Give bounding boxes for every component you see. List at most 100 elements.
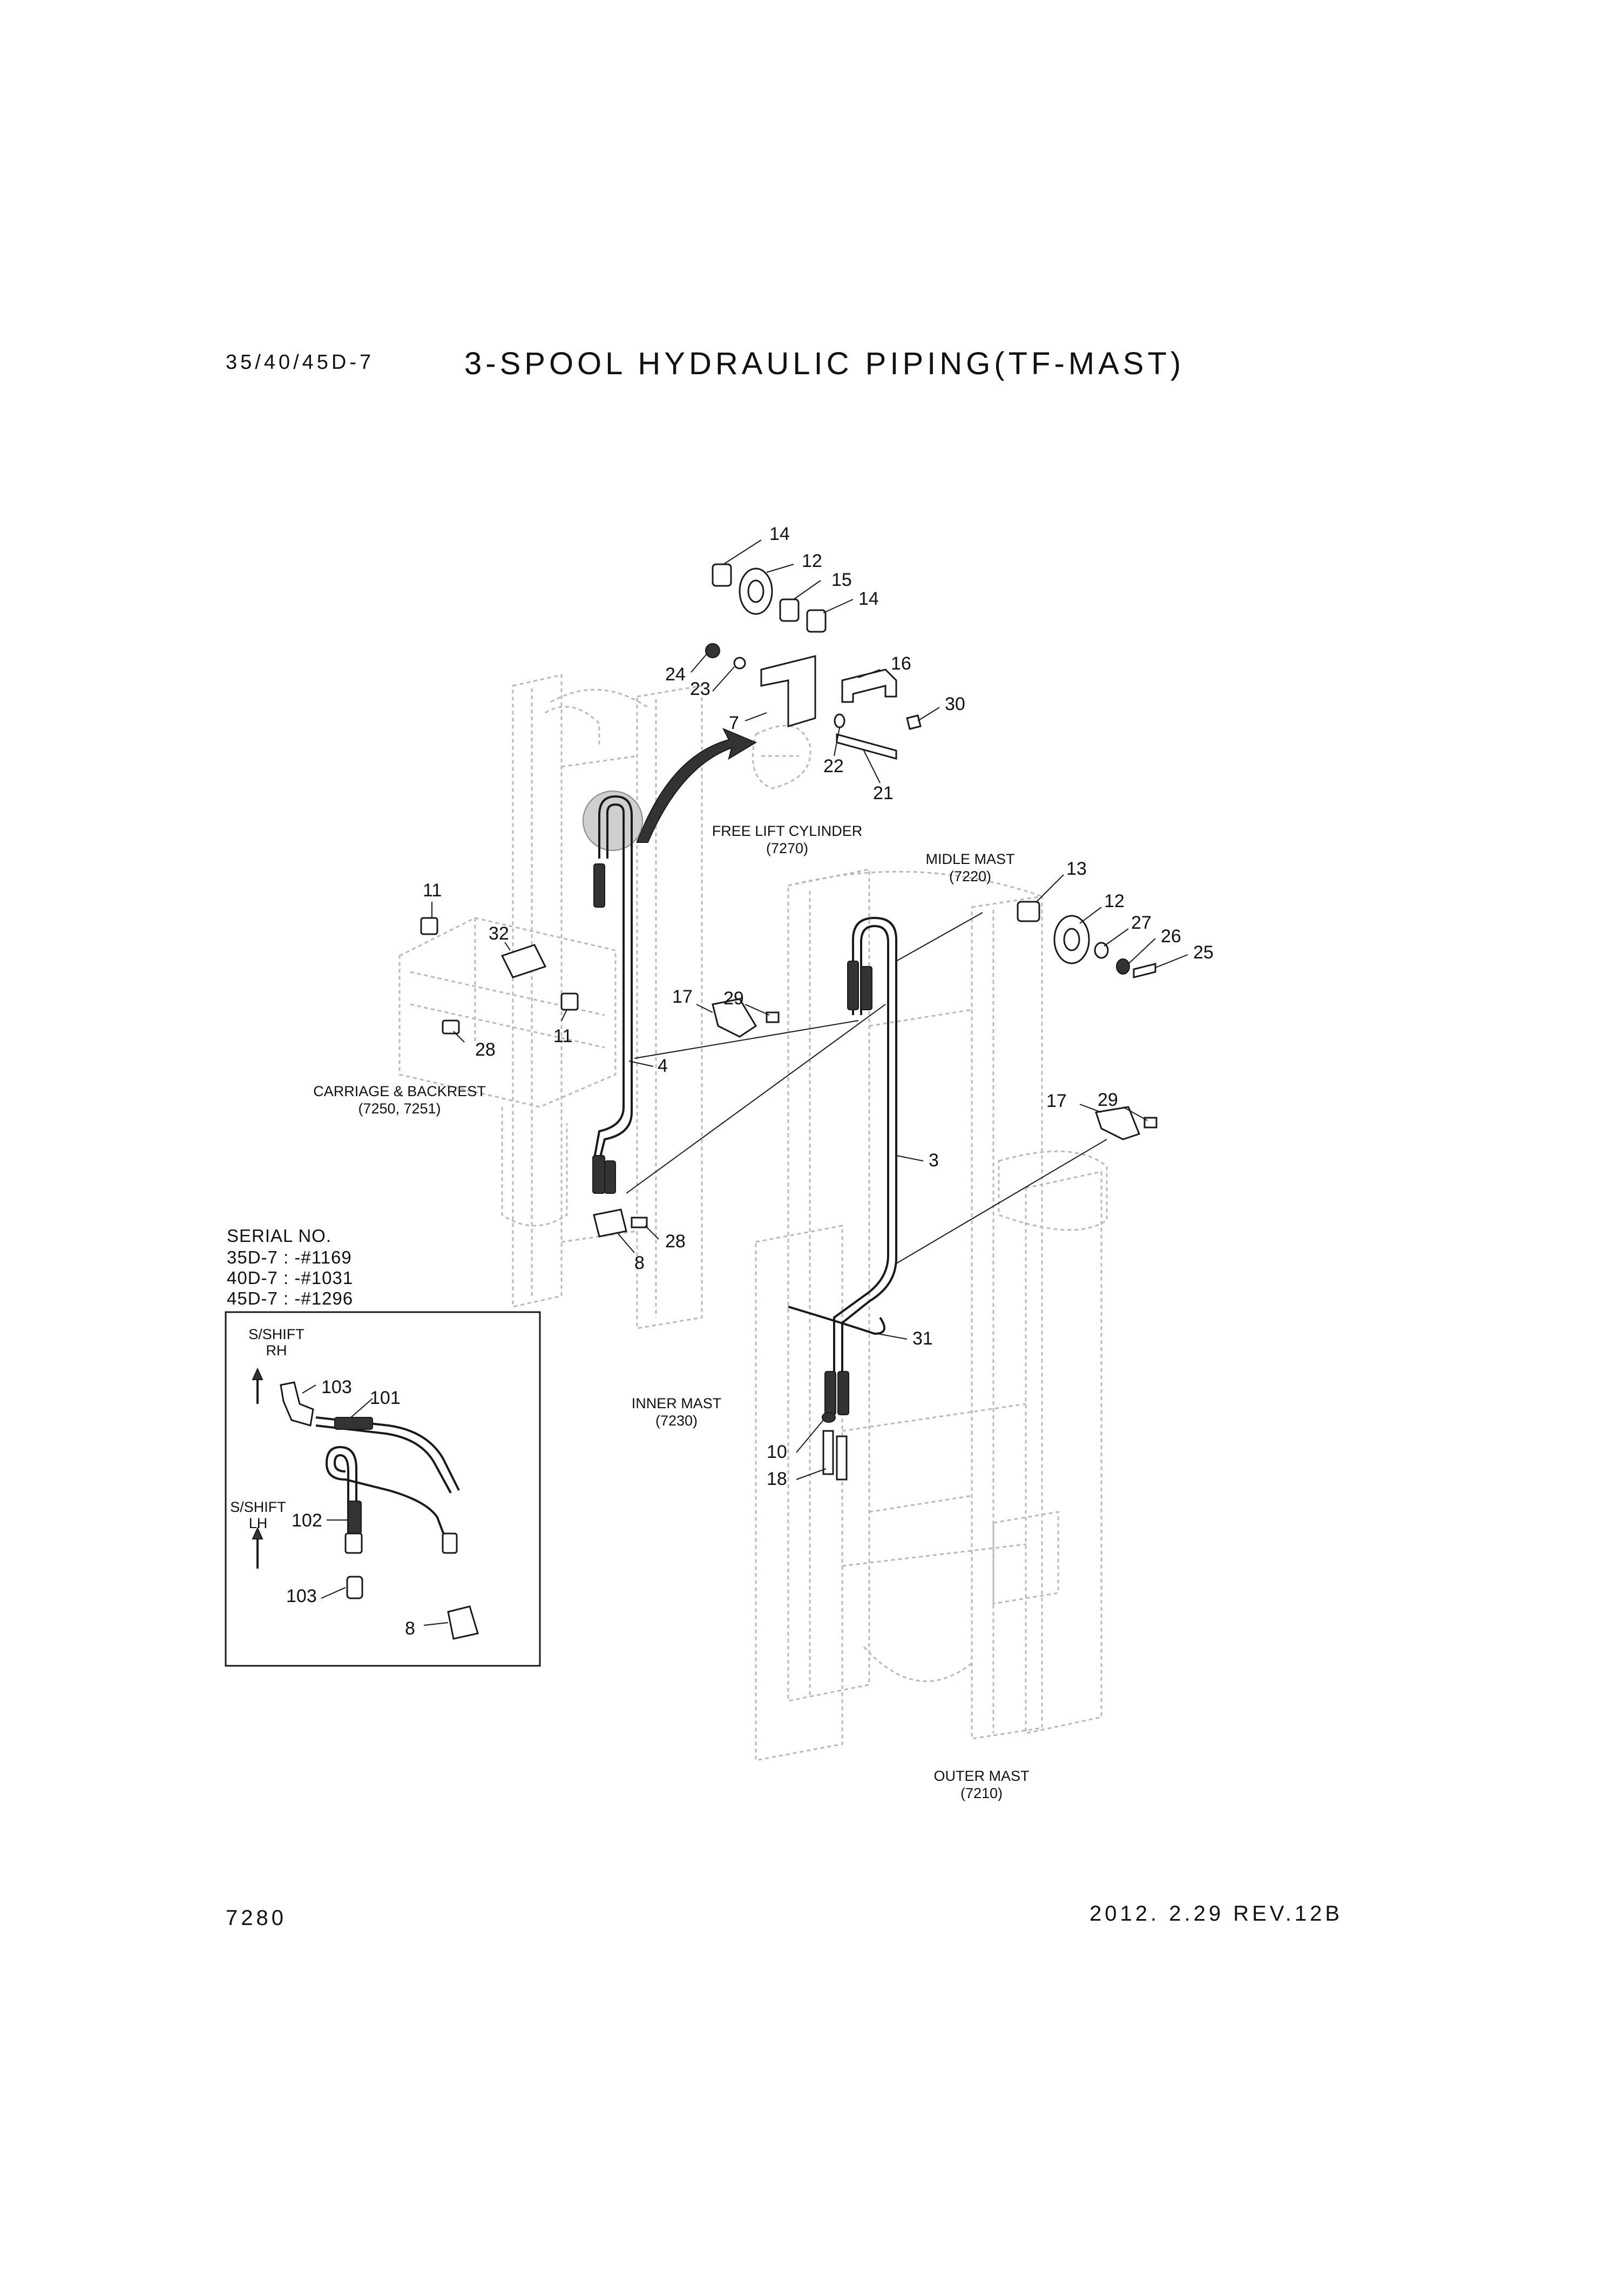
detail-arrow bbox=[636, 728, 757, 843]
part-number: 13 bbox=[1066, 859, 1087, 879]
midle-mast-code: (7220) bbox=[949, 868, 991, 884]
leader-lines bbox=[431, 539, 1188, 1480]
connector-28-right bbox=[631, 1217, 648, 1228]
clamp-17-inner bbox=[712, 998, 757, 1038]
serial-line: 40D-7 : -#1031 bbox=[227, 1268, 353, 1288]
inner-mast-label: INNER MAST bbox=[632, 1395, 722, 1411]
bolt-25 bbox=[1133, 963, 1156, 978]
middle-mast-sheave bbox=[822, 901, 1158, 1481]
part-number: 27 bbox=[1131, 913, 1152, 933]
bolt-30 bbox=[906, 714, 922, 730]
bushing-14-top bbox=[712, 563, 732, 587]
washer-22 bbox=[834, 713, 845, 728]
part-number: 102 bbox=[292, 1510, 322, 1531]
serial-number-block: SERIAL NO. 35D-7 : -#1169 40D-7 : -#1031… bbox=[227, 1226, 353, 1308]
part-number: 28 bbox=[665, 1231, 686, 1252]
part-number: 29 bbox=[1098, 1090, 1118, 1110]
sshift-rh-side: RH bbox=[266, 1342, 287, 1359]
washer-26 bbox=[1116, 958, 1130, 975]
revision-date: 2012. 2.29 REV.12B bbox=[1090, 1902, 1343, 1926]
hose-3 bbox=[788, 916, 897, 1415]
part-number: 23 bbox=[690, 679, 710, 699]
part-number: 17 bbox=[1046, 1091, 1067, 1111]
sshift-rh-label: S/SHIFT bbox=[248, 1326, 304, 1342]
part-number: 14 bbox=[769, 524, 790, 544]
part-number: 22 bbox=[823, 756, 844, 776]
washer-27 bbox=[1094, 942, 1109, 959]
block-8-inset bbox=[447, 1605, 479, 1640]
part-number: 7 bbox=[729, 713, 739, 733]
part-number: 8 bbox=[405, 1618, 415, 1639]
part-number: 10 bbox=[767, 1442, 787, 1462]
part-number: 24 bbox=[665, 664, 686, 685]
free-lift-cylinder-ghost bbox=[752, 725, 811, 789]
part-number: 17 bbox=[672, 987, 693, 1007]
inner-mast-code: (7230) bbox=[655, 1413, 698, 1429]
part-number: 18 bbox=[767, 1469, 787, 1489]
block-8 bbox=[593, 1208, 627, 1238]
bolt-18-left bbox=[822, 1430, 834, 1475]
part-number: 16 bbox=[891, 653, 911, 674]
valve-block-32 bbox=[500, 944, 547, 978]
spacer-15 bbox=[779, 598, 800, 622]
carriage-backrest-label: CARRIAGE & BACKREST bbox=[313, 1083, 486, 1099]
part-number: 14 bbox=[858, 589, 879, 609]
carriage-backrest-code: (7250, 7251) bbox=[358, 1100, 441, 1117]
connector-28-left bbox=[442, 1019, 460, 1035]
fitting-103-bottom bbox=[346, 1576, 363, 1599]
free-lift-cylinder-label: FREE LIFT CYLINDER bbox=[712, 823, 863, 839]
part-number: 11 bbox=[553, 1026, 572, 1046]
part-number: 21 bbox=[873, 783, 894, 803]
part-number: 15 bbox=[831, 570, 852, 590]
serial-line: 45D-7 : -#1296 bbox=[227, 1288, 353, 1308]
elbow-103-top bbox=[280, 1381, 314, 1427]
outer-mast-ghost bbox=[755, 1150, 1108, 1761]
outer-mast-label: OUTER MAST bbox=[933, 1768, 1029, 1784]
serial-line: 35D-7 : -#1169 bbox=[227, 1247, 352, 1267]
sshift-inset bbox=[225, 1311, 541, 1667]
hose-4 bbox=[583, 791, 643, 1194]
sshift-lh-label: S/SHIFT bbox=[230, 1499, 286, 1515]
detail-circle bbox=[583, 791, 643, 851]
inset-frame bbox=[225, 1311, 541, 1667]
bolt-29-middle bbox=[1143, 1117, 1158, 1129]
assembly-labels: FREE LIFT CYLINDER (7270) MIDLE MAST (72… bbox=[230, 823, 1029, 1801]
serial-title: SERIAL NO. bbox=[227, 1226, 331, 1246]
part-number: 4 bbox=[658, 1056, 668, 1076]
part-number: 26 bbox=[1161, 926, 1181, 947]
washer-10 bbox=[822, 1412, 836, 1423]
part-number: 30 bbox=[945, 694, 965, 714]
nut-24 bbox=[705, 643, 720, 658]
page-code: 7280 bbox=[226, 1906, 287, 1930]
part-number: 3 bbox=[929, 1150, 939, 1171]
part-number: 11 bbox=[423, 880, 442, 901]
middle-mast-ghost bbox=[787, 868, 1043, 1740]
part-number: 12 bbox=[802, 551, 822, 571]
bolt-18-right bbox=[836, 1435, 848, 1481]
free-lift-cylinder-code: (7270) bbox=[766, 840, 808, 856]
bushing-14-lower bbox=[806, 609, 827, 633]
part-number: 29 bbox=[723, 988, 744, 1009]
model-number: 35/40/45D-7 bbox=[226, 351, 375, 374]
midle-mast-label: MIDLE MAST bbox=[925, 851, 1014, 867]
bracket-7 bbox=[760, 655, 816, 728]
part-number: 101 bbox=[370, 1388, 401, 1408]
carriage-ghost bbox=[398, 917, 617, 1227]
clamp-17-middle bbox=[1095, 1106, 1140, 1140]
carriage-fittings bbox=[420, 917, 780, 1238]
fitting-102 bbox=[344, 1532, 363, 1554]
shaft-13 bbox=[1017, 901, 1040, 922]
part-number-labels: 14 12 15 14 24 23 16 30 7 22 21 13 12 27… bbox=[286, 524, 1214, 1639]
sshift-lh-side: LH bbox=[249, 1515, 268, 1531]
part-number: 103 bbox=[286, 1586, 317, 1606]
part-number: 103 bbox=[321, 1377, 352, 1397]
part-number: 25 bbox=[1193, 942, 1214, 963]
fitting-11-left bbox=[420, 917, 438, 935]
part-number: 31 bbox=[912, 1328, 933, 1349]
washer-23 bbox=[733, 657, 746, 670]
bracket-16 bbox=[841, 668, 897, 703]
bolt-29-inner bbox=[766, 1011, 780, 1023]
part-number: 28 bbox=[475, 1039, 496, 1060]
